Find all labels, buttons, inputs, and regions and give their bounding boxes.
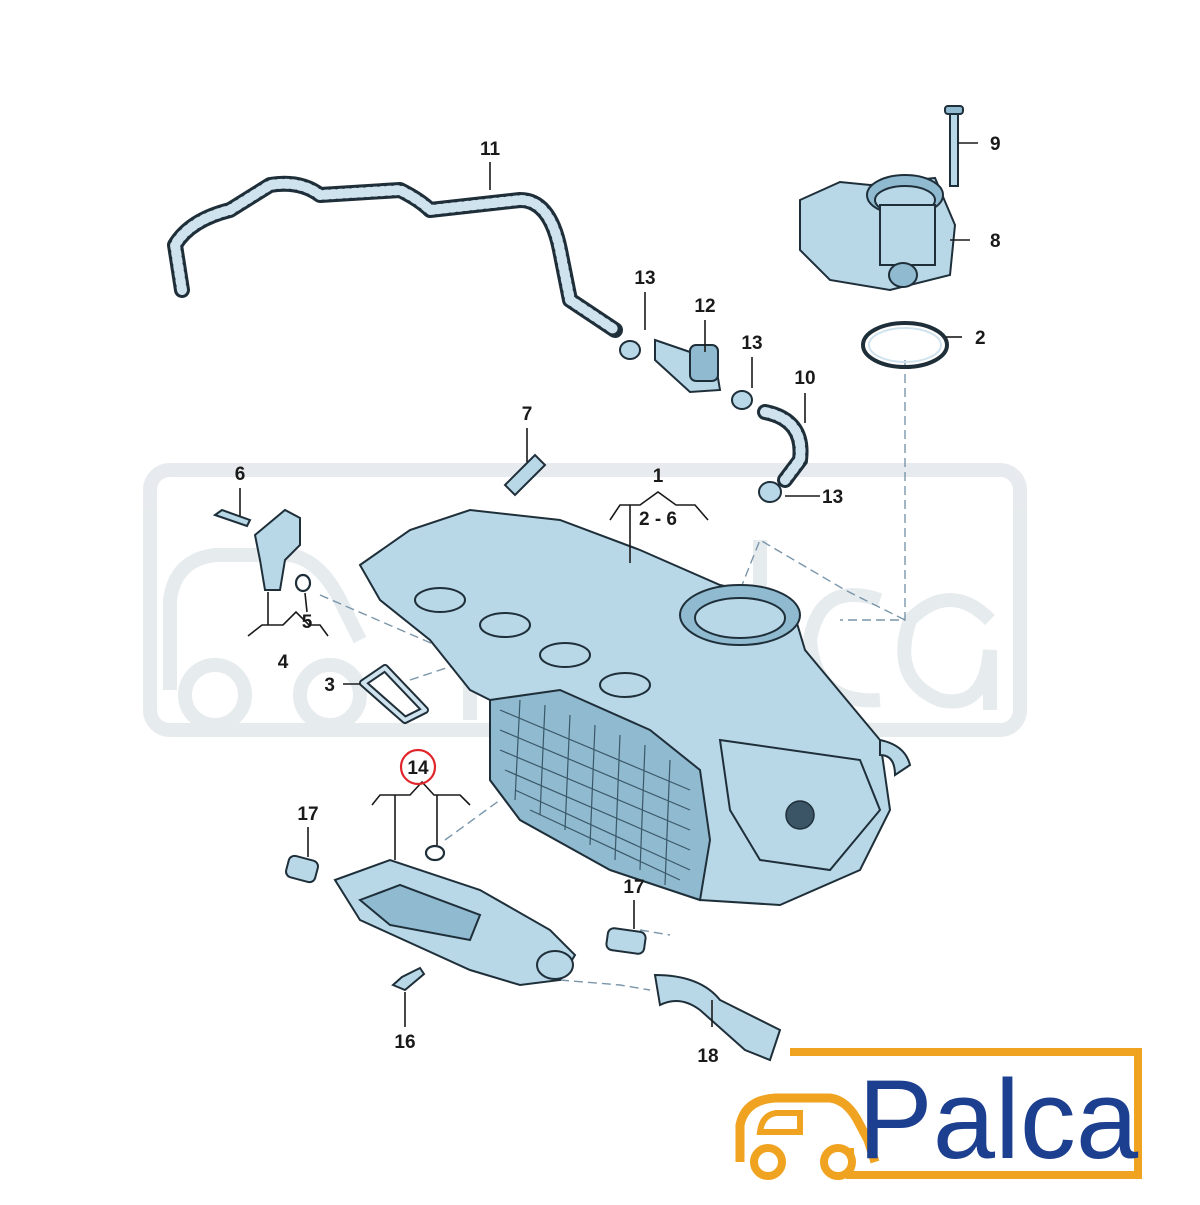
callout-14: 14 [407, 758, 429, 779]
short-hose [757, 404, 809, 488]
runner-module [285, 844, 782, 1062]
highlight-ring [399, 748, 437, 786]
callout-16: 16 [394, 1032, 415, 1053]
callout-17-b: 17 [623, 877, 644, 898]
callout-13-b: 13 [741, 333, 762, 354]
callout-1: 1 [653, 466, 664, 487]
callout-12: 12 [694, 296, 715, 317]
throttle-body [799, 105, 964, 369]
vacuum-hose [167, 175, 623, 338]
leader-lines [239, 142, 978, 1027]
palca-logo: Palca [735, 1048, 1142, 1182]
logo-text: Palca [858, 1057, 1139, 1182]
callout-1-range: 2 - 6 [639, 509, 677, 530]
callout-9: 9 [990, 134, 1001, 155]
callout-10: 10 [794, 368, 815, 389]
manifold-grid [499, 699, 691, 886]
assembly-lines [319, 360, 906, 991]
callout-11: 11 [480, 139, 501, 160]
callout-7: 7 [522, 404, 533, 425]
callout-17-a: 17 [297, 804, 318, 825]
vacuum-valve [619, 338, 782, 503]
callout-13-a: 13 [634, 268, 655, 289]
callout-8: 8 [990, 231, 1001, 252]
callout-2: 2 [975, 328, 986, 349]
gasket [359, 664, 429, 724]
callout-6: 6 [235, 464, 246, 485]
callout-18: 18 [697, 1046, 718, 1067]
callout-5: 5 [302, 612, 313, 633]
callout-4: 4 [278, 652, 289, 673]
sensor-assembly [212, 508, 312, 593]
manifold-bolt [503, 453, 547, 497]
intake-manifold [358, 508, 912, 907]
callout-numbers: 11 9 8 2 13 12 13 10 13 7 1 2 - 6 6 5 4 … [235, 134, 1001, 1067]
callout-13-c: 13 [822, 487, 843, 508]
callout-3: 3 [324, 675, 335, 696]
